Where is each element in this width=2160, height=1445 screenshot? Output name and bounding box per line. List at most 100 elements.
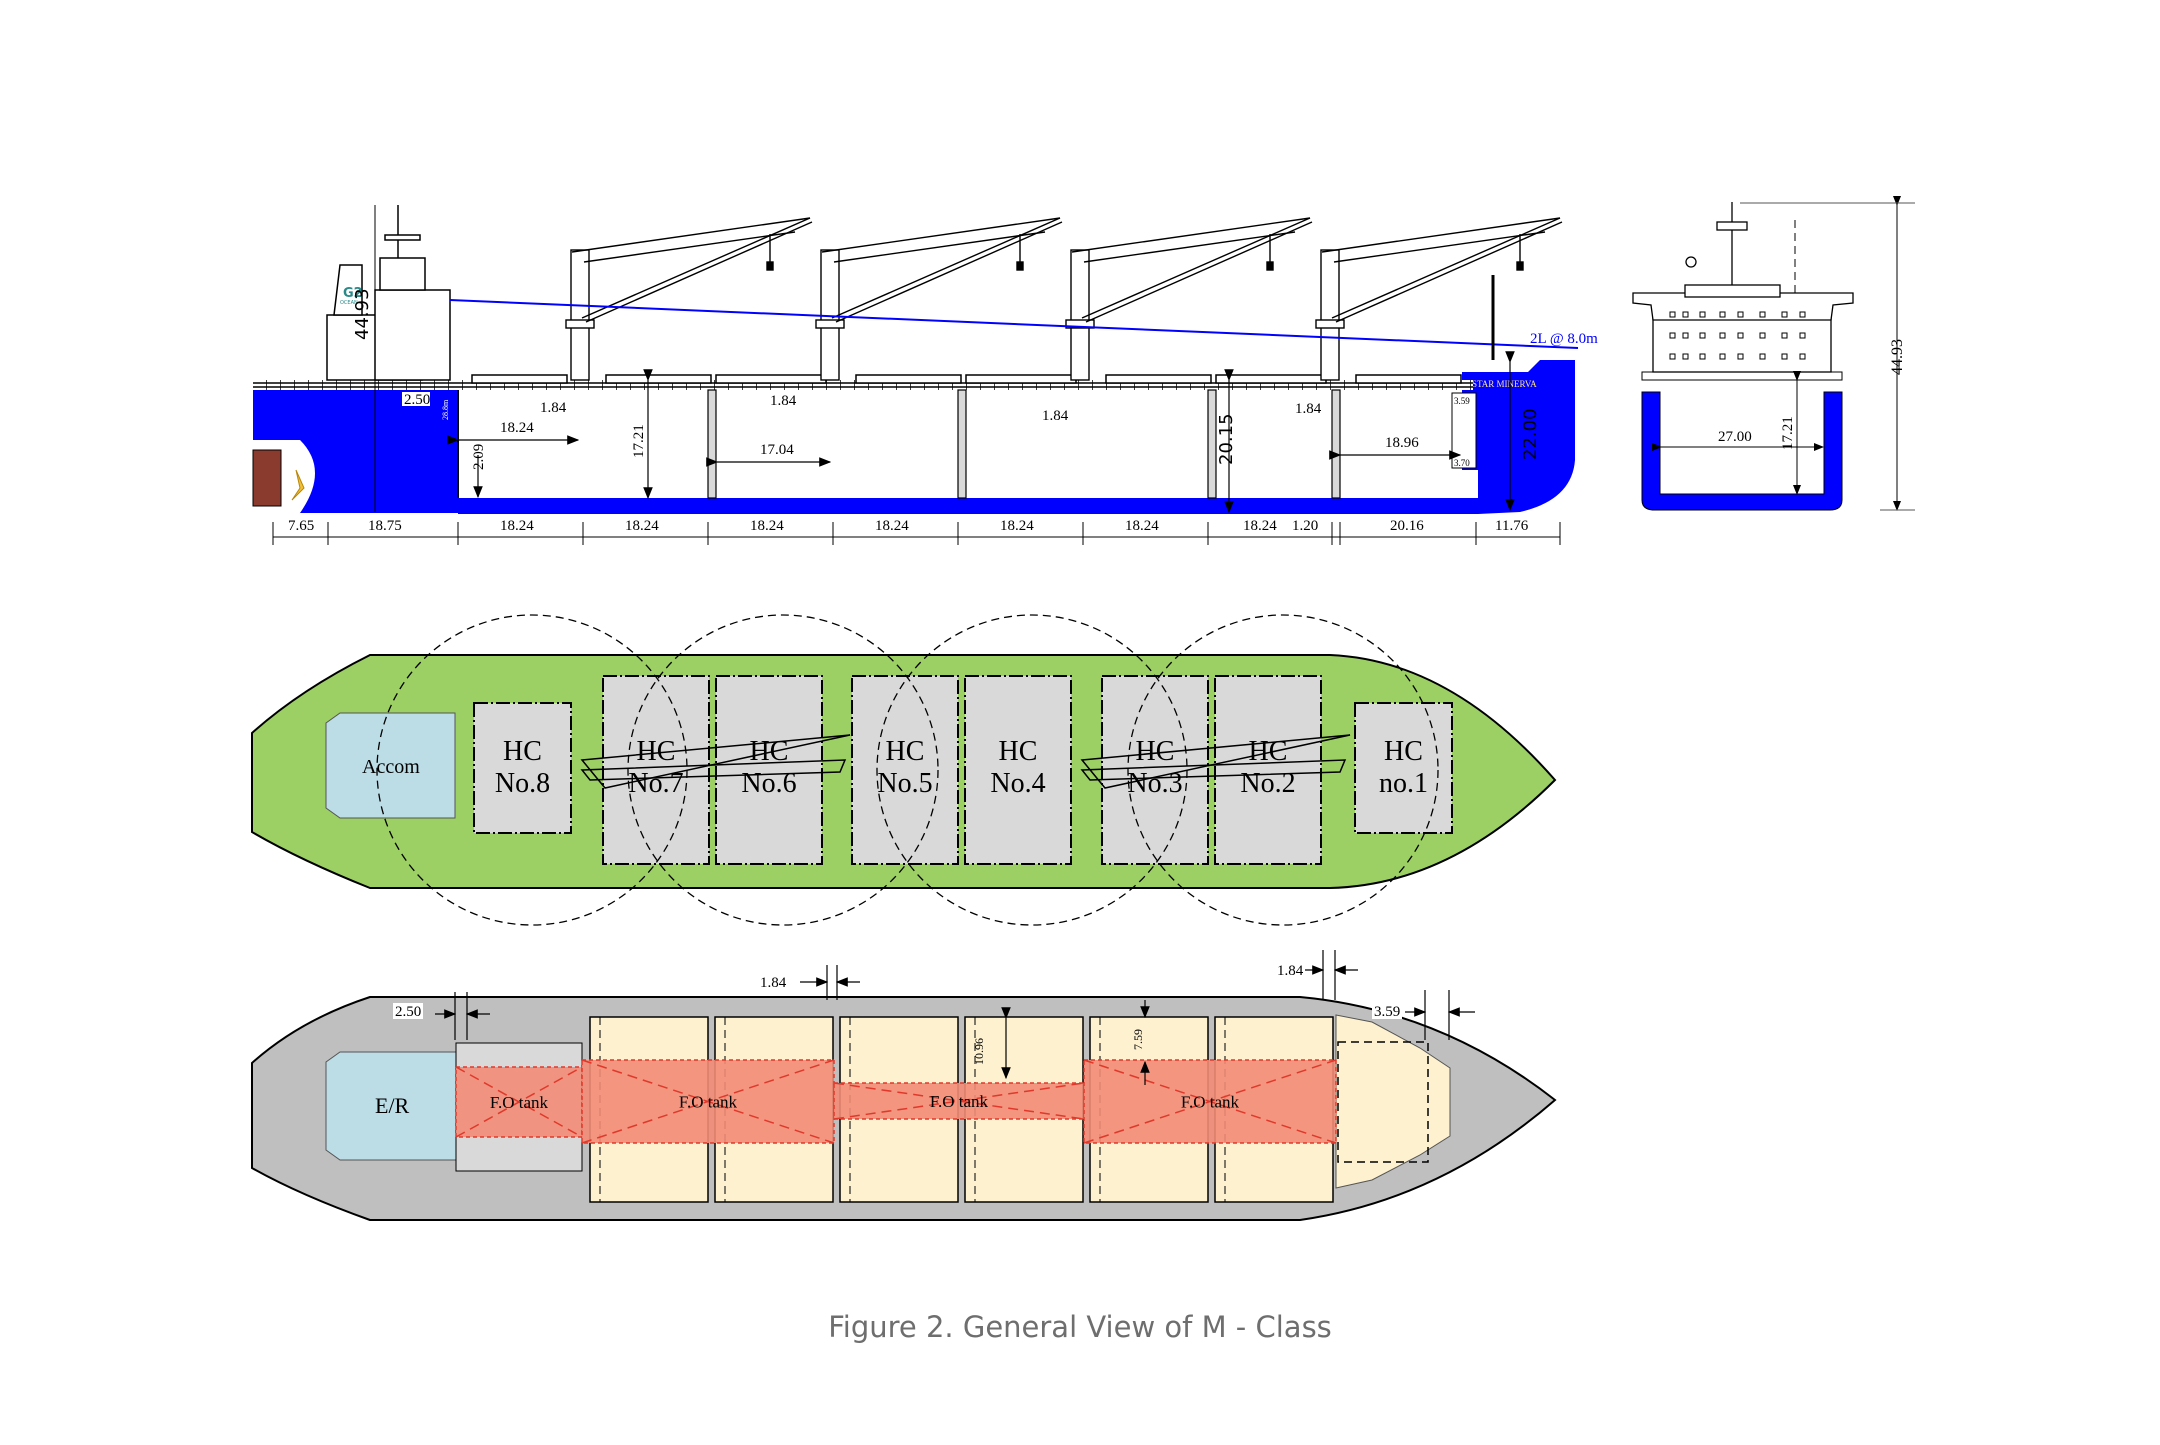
fo-tank-label: F.O tank: [930, 1092, 989, 1111]
crane-gap-3: 1.84: [1042, 408, 1069, 424]
bottom-dim-label: 18.75: [368, 518, 402, 534]
fo-tank-label: F.O tank: [490, 1093, 549, 1112]
section-view: 27.00 17.21 44.93: [1632, 196, 1915, 511]
ship-name: STAR MINERVA: [1472, 379, 1537, 389]
section-ballast: [1641, 391, 1843, 511]
window: [1669, 311, 1676, 318]
hatch-label-line1: HC: [886, 736, 925, 767]
fore-hold: [1335, 1014, 1451, 1189]
profile-dimensions: [447, 351, 1515, 514]
profile-view: STAR MINERVA G2 OCEAN 44.93: [252, 205, 1598, 545]
aft-bulkhead-label: 2.50: [404, 392, 430, 408]
fo-tank: F.O tank: [1083, 1059, 1337, 1144]
bottom-dim-label: 18.24: [1243, 518, 1277, 534]
window: [1799, 353, 1806, 360]
bottom-dim-label: 18.24: [750, 518, 784, 534]
dim-aft-gap: 2.50: [395, 1004, 421, 1020]
section-hold-label: 17.21: [1780, 416, 1796, 450]
crane-gap-4: 1.84: [1295, 401, 1322, 417]
bottom-dim-label: 18.24: [1000, 518, 1034, 534]
hatch-label-line2: No.5: [877, 768, 932, 799]
bottom-dim-label: 20.16: [1390, 518, 1424, 534]
hatch-label-line2: No.8: [495, 768, 550, 799]
window: [1719, 353, 1726, 360]
fwd-small-2: 3.70: [1454, 458, 1470, 468]
accom-area: [325, 712, 456, 819]
window: [1759, 353, 1766, 360]
deck-rail: [253, 380, 1473, 390]
hold-width-fwd: 18.96: [1385, 435, 1419, 451]
hatch-covers-profile: [471, 374, 1462, 384]
bottom-dim-label: 18.24: [875, 518, 909, 534]
bottom-dim-label: 18.24: [625, 518, 659, 534]
hatch-label-line1: HC: [999, 736, 1038, 767]
crane: [1315, 217, 1563, 381]
window: [1737, 311, 1744, 318]
window: [1682, 332, 1689, 339]
fwd-small-1: 3.59: [1454, 396, 1470, 406]
hatch-label-line1: HC: [503, 736, 542, 767]
tank-plan: E/R F.O tank F.O tank F.O tank F.O tank 2.5…: [251, 950, 1557, 1221]
window: [1699, 353, 1706, 360]
window: [1699, 332, 1706, 339]
double-bottom: [458, 498, 1478, 514]
air-draft-label: 44.93: [352, 288, 373, 340]
cranes: [565, 217, 1563, 381]
accom-label: Accom: [362, 756, 420, 778]
crane-jibs-plan: [580, 734, 1351, 789]
window: [1781, 311, 1788, 318]
window: [1781, 353, 1788, 360]
hold-width-aft: 18.24: [500, 420, 534, 436]
hatch-label-line2: No.2: [1240, 768, 1295, 799]
window: [1799, 332, 1806, 339]
section-breadth-label: 27.00: [1718, 429, 1752, 445]
crane-reach-circle: [1127, 614, 1439, 926]
crane-reach-circle: [627, 614, 939, 926]
window: [1682, 353, 1689, 360]
window: [1699, 311, 1706, 318]
window: [1781, 332, 1788, 339]
dim-bow-gap: 3.59: [1374, 1004, 1400, 1020]
bottom-dim-label: 1.20: [1292, 518, 1318, 534]
hatch-covers-plan: HCNo.8HCNo.7HCNo.6HCNo.5HCNo.4HCNo.3HCNo…: [473, 675, 1453, 865]
section-total-label: 44.93: [1889, 339, 1906, 375]
window: [1759, 311, 1766, 318]
hatch-label-line2: No.4: [990, 768, 1045, 799]
window: [1719, 332, 1726, 339]
rudder: [252, 449, 282, 507]
fo-tank: F.O tank: [581, 1059, 835, 1144]
window: [1669, 353, 1676, 360]
hatch-label-line2: No.6: [741, 768, 796, 799]
aft-vertical-label: 28.8m: [441, 399, 450, 420]
window: [1737, 332, 1744, 339]
section-superstructure: [1632, 202, 1854, 373]
double-bottom-label: 2.09: [471, 444, 487, 470]
hold-width-mid: 17.04: [760, 442, 794, 458]
fo-tank: F.O tank: [455, 1066, 583, 1138]
deck-plan: Accom HCNo.8HCNo.7HCNo.6HCNo.5HCNo.4HCNo…: [251, 614, 1557, 926]
sightline-label: 2L @ 8.0m: [1530, 331, 1598, 347]
er-label: E/R: [375, 1093, 410, 1118]
fuel-oil-tanks: F.O tank F.O tank F.O tank F.O tank: [455, 1059, 1337, 1144]
window: [1669, 332, 1676, 339]
funnel-logo: G2: [343, 286, 363, 301]
dim-fwd-gap: 1.84: [1277, 963, 1304, 979]
depth-label: 22.00: [1520, 408, 1541, 460]
funnel-logo-sub: OCEAN: [340, 300, 358, 306]
figure-caption: Figure 2. General View of M - Class: [828, 1310, 1332, 1344]
hold-height-aft: 17.21: [631, 424, 647, 458]
crane: [815, 217, 1063, 381]
fore-peak-ballast: [1462, 360, 1575, 514]
bottom-dim-label: 7.65: [288, 518, 314, 534]
hatch-label-line1: HC: [1384, 736, 1423, 767]
